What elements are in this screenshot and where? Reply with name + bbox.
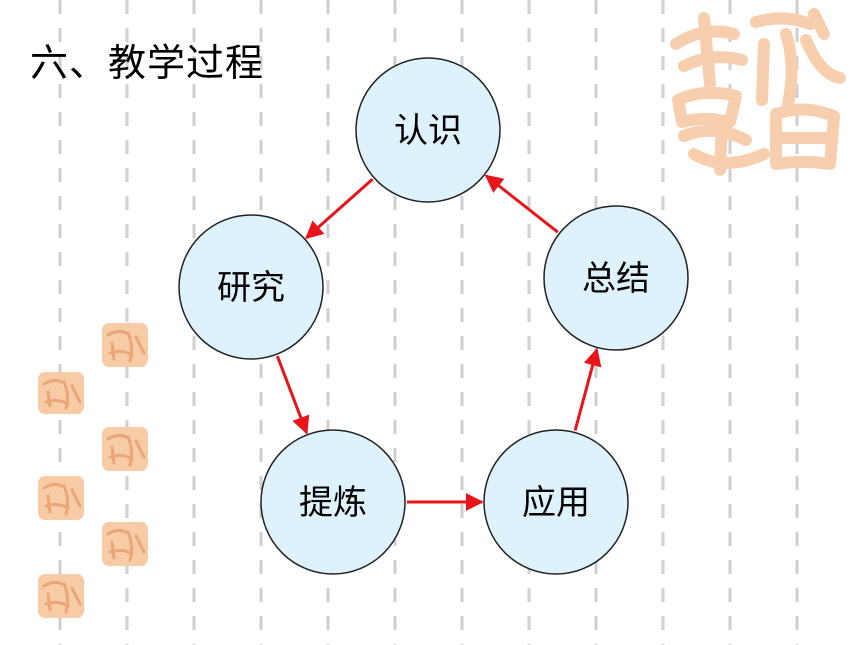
node-label: 总结 — [582, 259, 650, 299]
node-circle — [178, 214, 324, 360]
node-yanjiu: 研究 — [178, 214, 324, 360]
node-circle — [355, 57, 501, 203]
node-circle — [260, 429, 406, 575]
seal-stamp — [38, 574, 84, 618]
node-label: 提炼 — [299, 483, 367, 523]
slide-title: 六、教学过程 — [30, 41, 265, 85]
node-circle — [543, 205, 689, 351]
node-label: 研究 — [217, 268, 285, 308]
arrow-renshi-to-yanjiu — [305, 177, 374, 240]
seal-stamp — [38, 372, 84, 414]
seal-stamp — [38, 476, 84, 520]
calligraphy-seal-large — [670, 8, 846, 176]
seal-stamp — [102, 427, 148, 471]
node-yingyong: 应用 — [483, 429, 629, 575]
node-label: 应用 — [522, 483, 590, 523]
node-label: 认识 — [394, 111, 462, 151]
node-circle — [483, 429, 629, 575]
seal-stamp — [102, 522, 148, 566]
node-renshi: 认识 — [355, 57, 501, 203]
arrow-zongjie-to-renshi — [484, 174, 559, 234]
node-zongjie: 总结 — [543, 205, 689, 351]
node-tilian: 提炼 — [260, 429, 406, 575]
arrow-yanjiu-to-tilian — [275, 355, 310, 435]
arrow-yingyong-to-zongjie — [573, 347, 602, 431]
seal-stamp — [102, 323, 148, 367]
